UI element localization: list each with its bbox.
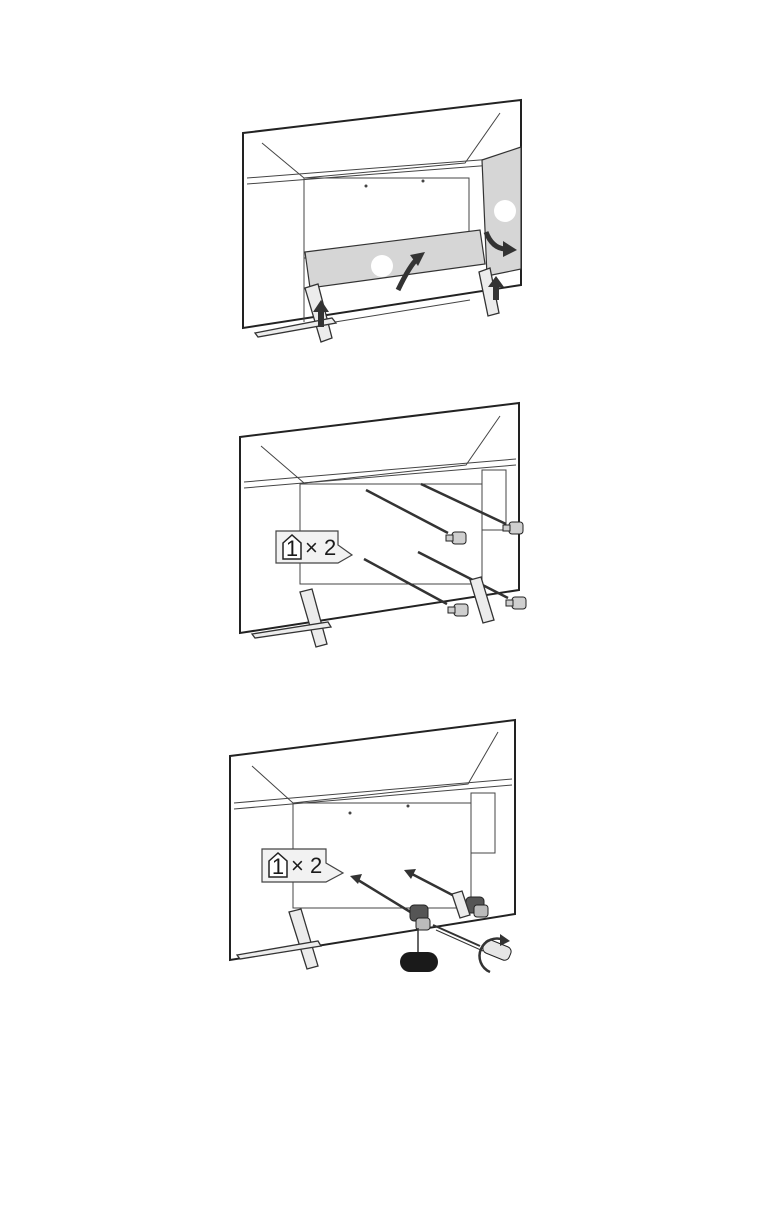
- part-number-label: 1: [272, 854, 284, 879]
- part-number-label: 1: [286, 536, 298, 561]
- rotate-arrow-head: [500, 934, 510, 946]
- tv-back-panel: [243, 100, 521, 328]
- mount-hole: [365, 185, 368, 188]
- mount-hole: [407, 805, 410, 808]
- screw-icon: [506, 597, 526, 609]
- tv-back-panel: [230, 720, 515, 960]
- mount-hole: [349, 812, 352, 815]
- figure-remove-screws: 1 × 2: [240, 403, 526, 647]
- figure-remove-covers: [243, 100, 521, 342]
- part-quantity-label: × 2: [291, 853, 322, 878]
- mount-hole: [422, 180, 425, 183]
- screw-icon: [448, 604, 468, 616]
- tool-badge: [400, 952, 438, 972]
- step-marker-b: [494, 200, 516, 222]
- step-marker-a: [371, 255, 393, 277]
- figure-attach-parts: 1 × 2: [230, 720, 515, 972]
- part-quantity-label: × 2: [305, 535, 336, 560]
